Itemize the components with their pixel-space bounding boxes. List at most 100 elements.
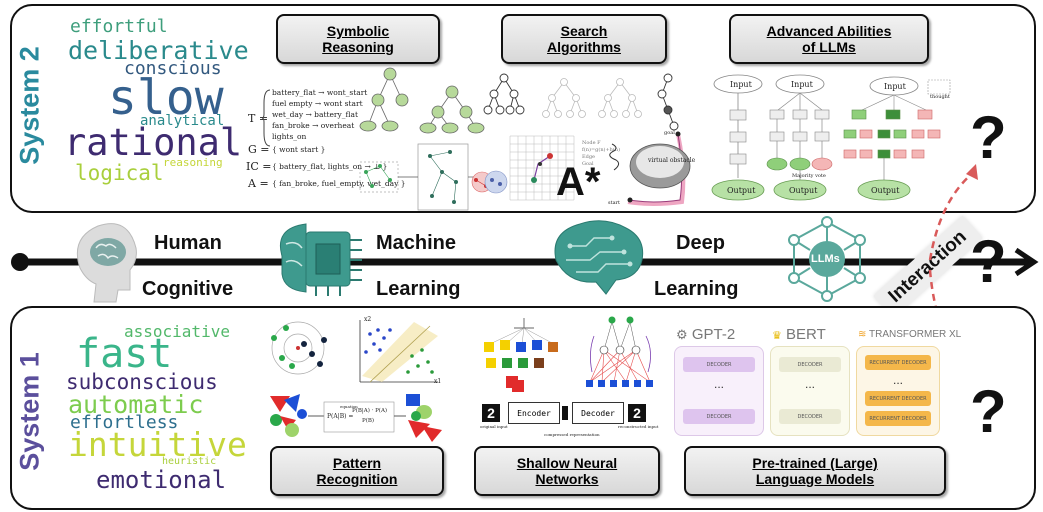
math-g-value: { wont start }: [272, 145, 326, 154]
wc-heuristic: heuristic: [162, 456, 217, 467]
search-squiggle: [609, 143, 620, 171]
search-obstacle-label: virtual obstacle: [648, 157, 696, 164]
wc-deliberative: deliberative: [68, 36, 249, 65]
pattern-scatter-illustration: [359, 320, 438, 383]
advanced-abilities-label: Advanced Abilities of LLMs: [766, 22, 892, 55]
llm-majority-vote-label: Majority vote: [792, 173, 826, 179]
timeline-human: Human: [154, 232, 222, 254]
llm-output-label-1: Output: [727, 186, 756, 195]
model-transformerxl-title: ≋ TRANSFORMER XL: [858, 329, 961, 340]
txl-dots: ...: [892, 373, 903, 387]
search-start-label: start: [608, 200, 620, 206]
model-transformerxl-card: RECURRENT DECODER ... RECURRENT DECODER …: [856, 346, 940, 436]
llm-thought-label: thought: [930, 94, 950, 100]
shallow-neural-networks-label: Shallow Neural Networks: [516, 454, 618, 487]
math-g-label: G =: [248, 143, 270, 156]
search-legend-item: Goal: [582, 161, 594, 167]
math-ic-label: IC =: [246, 160, 272, 173]
search-a-star: A*: [556, 160, 601, 204]
timeline-learning-2: Learning: [654, 278, 739, 300]
llms-icon-label: LLMs: [811, 253, 840, 265]
bert-icon: ♛: [772, 330, 782, 342]
pretrained-language-models-label: Pre-trained (Large) Language Models: [752, 454, 878, 487]
system2-label: System 2: [14, 46, 45, 165]
timeline-arrow: [11, 247, 1039, 277]
wc-effortless: effortless: [70, 412, 179, 433]
model-bert-card: DECODER ... DECODER: [770, 346, 850, 436]
wc-logical: logical: [75, 161, 164, 185]
wc-subconscious: subconscious: [66, 370, 218, 394]
math-rule: lights_on: [272, 132, 307, 141]
autoencoder-decoder-label: Decoder: [581, 408, 615, 418]
math-a-label: A =: [248, 177, 269, 190]
wc-emotional: emotional: [96, 466, 227, 494]
llm-tree-of-thought: [843, 76, 951, 201]
head-brain-icon: [76, 223, 137, 303]
llm-output-label-2: Output: [789, 186, 818, 195]
pretrained-language-models-box: Pre-trained (Large) Language Models: [684, 446, 946, 496]
txl-decoder-block: RECURRENT DECODER: [865, 355, 931, 370]
shallow-nn-network: [586, 316, 653, 387]
autoencoder-encoder-box: Encoder: [508, 402, 560, 424]
bayes-numerator: P(B|A) · P(A): [352, 408, 388, 414]
wc-automatic: automatic: [68, 390, 204, 419]
autoencoder-decoder-box: Decoder: [572, 402, 624, 424]
search-legend: Node F f(n)=g(n)+h(n) Edge Goal: [582, 140, 620, 168]
question-mark-top: ?: [970, 104, 1007, 171]
autoencoder-code: [562, 406, 568, 420]
axis-label-x1: x1: [434, 378, 442, 385]
autoencoder-output-digit: 2: [628, 404, 646, 422]
wc-conscious: conscious: [124, 58, 222, 79]
pattern-shapes-illustration: [270, 394, 442, 442]
autoencoder-original-label: original input: [480, 424, 508, 429]
bayes-lhs: P(A|B) =: [327, 413, 354, 420]
txl-decoder-block: RECURRENT DECODER: [865, 411, 931, 426]
llm-chain-of-thought: [711, 74, 765, 201]
bayes-equation-label: equation: [340, 404, 358, 409]
openai-icon: ⚙: [676, 327, 688, 342]
search-legend-item: f(n)=g(n)+h(n): [582, 147, 621, 153]
llm-self-consistency: [766, 74, 833, 201]
symbolic-cluster-circles: [484, 170, 508, 194]
question-mark-bottom: ?: [970, 378, 1007, 445]
model-gpt2-label: GPT-2: [691, 326, 736, 343]
math-rule: battery_flat → wont_start: [272, 88, 368, 97]
math-t-rules: battery_flat → wont_start fuel empty → w…: [272, 87, 367, 142]
search-path-obstacle: [627, 131, 691, 206]
autoencoder-compressed-label: compressed representation: [544, 432, 600, 437]
advanced-abilities-box: Advanced Abilities of LLMs: [729, 14, 929, 64]
pattern-recognition-box: Pattern Recognition: [270, 446, 444, 496]
bert-encoder-block: DECODER: [779, 357, 841, 372]
txl-decoder-block: RECURRENT DECODER: [865, 391, 931, 406]
math-rule: wet_day → battery_flat: [272, 110, 358, 119]
math-a-value: { fan_broke, fuel_empty, wet_day }: [272, 179, 406, 188]
pattern-cluster-illustration: [271, 321, 327, 375]
timeline-learning-1: Learning: [376, 278, 461, 300]
wc-slow: slow: [108, 70, 224, 126]
search-algorithms-label: Search Algorithms: [547, 22, 621, 55]
wc-reasoning: reasoning: [163, 156, 223, 169]
search-legend-item: Node F: [582, 140, 601, 146]
shallow-nn-cubes: [484, 318, 558, 392]
symbolic-trees-illustration: [359, 67, 493, 211]
autoencoder-reconstructed-label: reconstructed input: [618, 424, 659, 429]
timeline-machine: Machine: [376, 232, 457, 254]
search-legend-item: Edge: [582, 154, 596, 160]
math-rule: fuel empty → wont start: [272, 99, 363, 108]
gpt2-decoder-block: DECODER: [683, 357, 755, 372]
math-brace-left: [261, 89, 271, 147]
math-t-label: T =: [248, 112, 269, 125]
timeline-cognitive: Cognitive: [142, 278, 234, 300]
chip-brain-icon: [280, 223, 362, 296]
model-gpt2-card: DECODER ... DECODER: [674, 346, 764, 436]
llm-output-label-3: Output: [871, 186, 900, 195]
search-algorithms-box: Search Algorithms: [501, 14, 667, 64]
axis-label-x2: x2: [364, 316, 372, 323]
autoencoder-input-digit: 2: [482, 404, 500, 422]
model-gpt2-title: ⚙ GPT-2: [676, 326, 735, 343]
symbolic-reasoning-label: Symbolic Reasoning: [322, 22, 394, 55]
bayes-denominator: P(B): [362, 418, 375, 424]
gpt2-decoder-block: DECODER: [683, 409, 755, 424]
symbolic-reasoning-box: Symbolic Reasoning: [276, 14, 440, 64]
wc-fast: fast: [76, 331, 173, 377]
